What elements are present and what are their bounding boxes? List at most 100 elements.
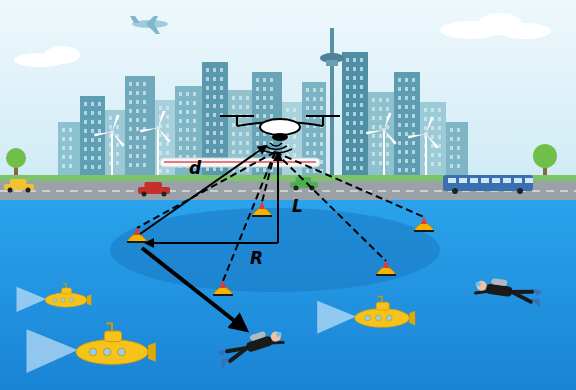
building-window bbox=[220, 68, 223, 72]
building-window bbox=[136, 154, 139, 158]
building-window bbox=[293, 144, 296, 148]
building-window bbox=[263, 114, 266, 118]
building-window bbox=[186, 119, 189, 123]
building-window bbox=[213, 86, 216, 90]
buoy-top bbox=[134, 227, 140, 235]
building-window bbox=[306, 106, 309, 110]
building-window bbox=[360, 85, 363, 89]
building-window bbox=[360, 148, 363, 152]
building-window bbox=[109, 125, 112, 129]
building-window bbox=[98, 129, 101, 133]
submarine-hull bbox=[76, 340, 148, 365]
building-window bbox=[346, 94, 349, 98]
building-window bbox=[372, 143, 375, 147]
building-window bbox=[256, 105, 259, 109]
building-window bbox=[346, 166, 349, 170]
building-window bbox=[206, 167, 209, 171]
building-window bbox=[91, 165, 94, 169]
building bbox=[58, 122, 80, 178]
building-window bbox=[438, 126, 441, 130]
car-wheel bbox=[294, 186, 299, 191]
porthole bbox=[118, 348, 126, 356]
building-window bbox=[386, 161, 389, 165]
building-window bbox=[98, 147, 101, 151]
periscope bbox=[106, 324, 112, 332]
building-window bbox=[360, 94, 363, 98]
propeller bbox=[409, 311, 415, 325]
building-window bbox=[232, 123, 235, 127]
diver bbox=[215, 326, 286, 369]
building bbox=[342, 52, 368, 178]
tower-mast bbox=[330, 28, 334, 178]
buoy-top bbox=[383, 260, 389, 268]
building-window bbox=[256, 168, 259, 172]
building-window bbox=[143, 82, 146, 86]
building-window bbox=[179, 128, 182, 132]
building-window bbox=[256, 96, 259, 100]
building-window bbox=[143, 109, 146, 113]
building-window bbox=[239, 150, 242, 154]
building-window bbox=[412, 168, 415, 172]
building-window bbox=[84, 111, 87, 115]
tree-crown bbox=[533, 144, 557, 168]
building-window bbox=[84, 165, 87, 169]
light-beam bbox=[317, 301, 356, 334]
car-wheel bbox=[8, 188, 13, 193]
building-window bbox=[129, 118, 132, 122]
building-window bbox=[270, 105, 273, 109]
drone-camera bbox=[272, 133, 288, 141]
car bbox=[290, 177, 318, 191]
building-window bbox=[62, 164, 65, 168]
building-window bbox=[313, 97, 316, 101]
building-window bbox=[360, 157, 363, 161]
building-window bbox=[84, 156, 87, 160]
car-wheel bbox=[142, 192, 147, 197]
building-window bbox=[143, 163, 146, 167]
bus-window bbox=[481, 178, 489, 183]
building-window bbox=[193, 101, 196, 105]
signal-link bbox=[137, 152, 275, 228]
building-window bbox=[353, 94, 356, 98]
building-window bbox=[353, 85, 356, 89]
building-window bbox=[69, 137, 72, 141]
building-window bbox=[398, 78, 401, 82]
building-window bbox=[213, 95, 216, 99]
building-window bbox=[306, 88, 309, 92]
building-window bbox=[166, 169, 169, 173]
turbine-blade bbox=[383, 113, 392, 131]
building-window bbox=[159, 106, 162, 110]
building-window bbox=[129, 127, 132, 131]
buoy-float bbox=[376, 267, 396, 275]
porthole bbox=[89, 348, 97, 356]
building-window bbox=[360, 139, 363, 143]
building-window bbox=[353, 121, 356, 125]
tree-crown bbox=[6, 148, 26, 168]
building-window bbox=[179, 119, 182, 123]
building-window bbox=[186, 92, 189, 96]
train bbox=[160, 158, 320, 167]
building-window bbox=[438, 117, 441, 121]
building-window bbox=[431, 135, 434, 139]
building-window bbox=[346, 112, 349, 116]
building-window bbox=[306, 142, 309, 146]
building-window bbox=[398, 141, 401, 145]
height-L bbox=[277, 153, 279, 243]
turbine-pole bbox=[157, 128, 159, 178]
building-window bbox=[220, 167, 223, 171]
building-window bbox=[405, 123, 408, 127]
building-window bbox=[69, 146, 72, 150]
turbine-hub bbox=[382, 128, 386, 132]
propeller bbox=[87, 295, 91, 306]
building-window bbox=[136, 118, 139, 122]
building-window bbox=[263, 87, 266, 91]
building-window bbox=[129, 100, 132, 104]
building-window bbox=[239, 132, 242, 136]
building-window bbox=[129, 136, 132, 140]
building-window bbox=[143, 145, 146, 149]
building-window bbox=[98, 138, 101, 142]
building-window bbox=[256, 114, 259, 118]
building-window bbox=[346, 58, 349, 62]
building-window bbox=[293, 108, 296, 112]
building-window bbox=[379, 116, 382, 120]
